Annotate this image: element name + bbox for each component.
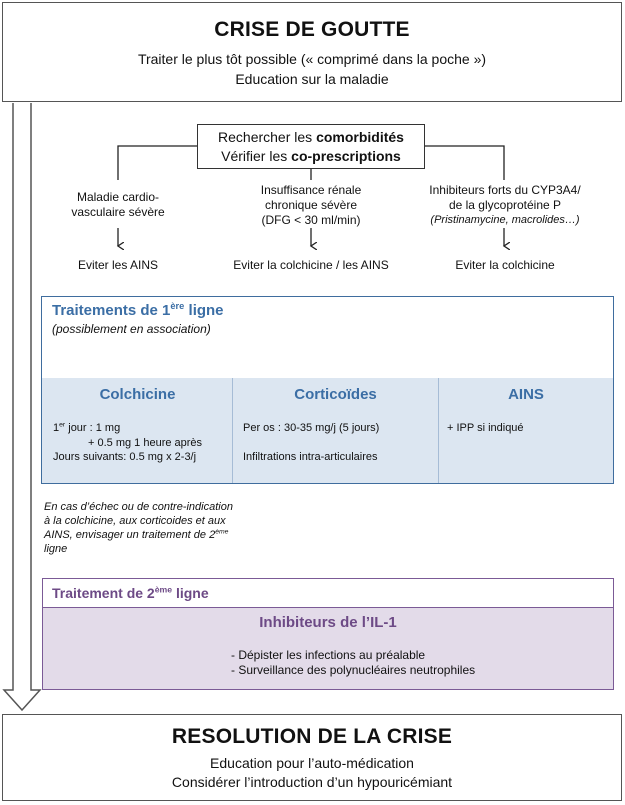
branch-cyp-result: Eviter la colchicine — [455, 258, 555, 272]
branch-renal-line-1: Insuffisance rénale — [260, 183, 362, 197]
il1-bullet-neutrophils: - Surveillance des polynucléaires neutro… — [231, 663, 476, 677]
branch-cardio: Maladie cardio- vasculaire sévère — [48, 190, 188, 220]
first-line-title-text: Traitements de 1 — [52, 302, 171, 319]
branch-renal-line-2: chronique sévère — [264, 198, 358, 212]
second-line-band — [43, 607, 613, 689]
crisis-title: CRISE DE GOUTTE — [214, 18, 410, 41]
second-line-title-suffix: ligne — [172, 585, 209, 601]
colchicine-day-number: 1 — [53, 422, 60, 434]
failure-note-sup: ème — [215, 528, 229, 536]
corticoides-header: Corticoïdes — [294, 386, 377, 403]
colchicine-dose-day1: 1er jour : 1 mg — [53, 421, 120, 435]
branch-cyp: Inhibiteurs forts du CYP3A4/ de la glyco… — [410, 183, 600, 227]
branch-cyp-line-1: Inhibiteurs forts du CYP3A4/ — [429, 183, 581, 197]
il1-bullet-infections: - Dépister les infections au préalable — [231, 648, 426, 662]
failure-note-line-3: AINS, envisager un traitement de 2ème — [44, 528, 284, 542]
second-line-title: Traitement de 2ème ligne — [52, 585, 209, 601]
colchicine-header: Colchicine — [99, 386, 176, 403]
coprescription-line-text: Vérifier les — [221, 148, 292, 164]
column-divider — [232, 378, 233, 483]
comorbidity-line-2: Vérifier les co-prescriptions — [198, 147, 424, 166]
resolution-box: RESOLUTION DE LA CRISE Education pour l’… — [2, 714, 622, 801]
comorbidity-box: Rechercher les comorbidités Vérifier les… — [197, 124, 425, 169]
first-line-title: Traitements de 1ère ligne — [52, 301, 224, 319]
first-line-band — [42, 378, 613, 483]
colchicine-dose-hour: + 0.5 mg 1 heure après — [88, 437, 203, 449]
comorbidity-line-1-text: Rechercher les — [218, 129, 317, 145]
resolution-title: RESOLUTION DE LA CRISE — [171, 725, 453, 748]
branch-cardio-line-1: Maladie cardio- — [76, 190, 160, 204]
coprescription-keyword: co-prescriptions — [291, 148, 401, 164]
corticoides-infiltration: Infiltrations intra-articulaires — [243, 451, 378, 463]
first-line-subtitle: (possiblement en association) — [52, 322, 211, 336]
first-line-title-sup: ère — [170, 301, 185, 311]
branch-renal-line-3: (DFG < 30 ml/min) — [261, 213, 361, 227]
comorbidity-line-1: Rechercher les comorbidités — [198, 128, 424, 147]
resolution-line-1: Education pour l’auto-médication — [210, 755, 414, 771]
branch-cyp-line-2: de la glycoprotéine P — [448, 198, 562, 212]
failure-note-line-4: ligne — [44, 543, 68, 555]
second-line-title-sup: ème — [154, 584, 173, 595]
crisis-header-box: CRISE DE GOUTTE Traiter le plus tôt poss… — [2, 2, 622, 102]
flow-arrow — [2, 103, 42, 712]
colchicine-day-sup: er — [59, 421, 66, 429]
branch-cardio-result: Eviter les AINS — [77, 258, 159, 272]
colchicine-dose-following: Jours suivants: 0.5 mg x 2-3/j — [53, 451, 197, 463]
second-line-title-text: Traitement de 2 — [52, 585, 155, 601]
resolution-line-2: Considérer l’introduction d’un hypouricé… — [171, 774, 453, 790]
failure-note-line-3-text: AINS, envisager un traitement de 2 — [44, 529, 216, 541]
first-line-title-suffix: ligne — [184, 302, 224, 319]
colchicine-day1-text: jour : 1 mg — [65, 422, 121, 434]
branch-renal: Insuffisance rénale chronique sévère (DF… — [221, 183, 401, 228]
ains-header: AINS — [508, 386, 544, 403]
ains-ipp: + IPP si indiqué — [447, 422, 524, 434]
branch-renal-result: Eviter la colchicine / les AINS — [233, 258, 389, 272]
crisis-line-1: Traiter le plus tôt possible (« comprimé… — [137, 51, 487, 67]
failure-note: En cas d’échec ou de contre-indication à… — [44, 500, 284, 556]
branch-cardio-line-2: vasculaire sévère — [71, 205, 165, 219]
failure-note-line-2: à la colchicine, aux corticoides et aux — [44, 515, 226, 527]
column-divider — [438, 378, 439, 483]
crisis-line-2: Education sur la maladie — [235, 71, 389, 87]
corticoides-oral: Per os : 30-35 mg/j (5 jours) — [243, 422, 380, 434]
comorbidity-keyword: comorbidités — [316, 129, 404, 145]
il1-inhibitors-title: Inhibiteurs de l’IL-1 — [259, 614, 397, 631]
branch-cyp-line-3: (Pristinamycine, macrolides…) — [430, 214, 580, 226]
failure-note-line-1: En cas d’échec ou de contre-indication — [44, 501, 233, 513]
